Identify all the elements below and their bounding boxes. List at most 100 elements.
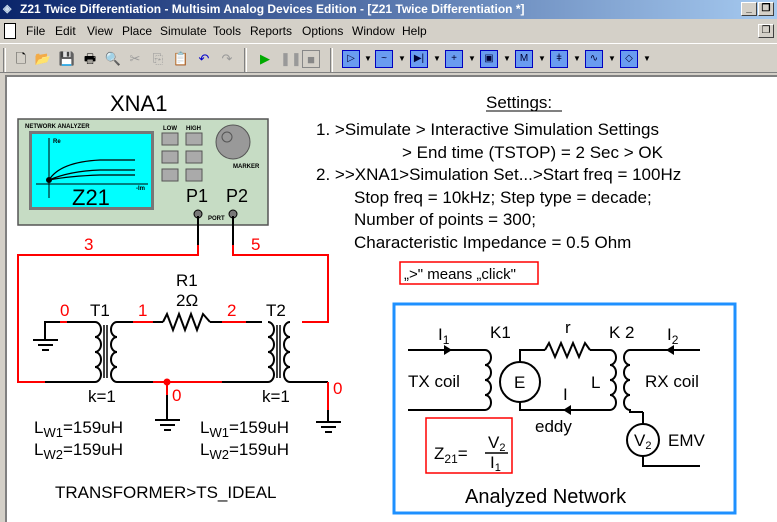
menu-view[interactable]: View — [87, 24, 113, 38]
node-0-label: 0 — [60, 301, 69, 320]
node-3-label: 3 — [84, 235, 93, 254]
copy-icon[interactable]: ⎘ — [152, 51, 164, 66]
node-2-label: 2 — [227, 301, 236, 320]
toolbar: 🗋 📂 💾 🖶 🔍 ✂ ⎘ 📋 ↶ ↷ ▶ ❚❚ ■ ▷▼ ~▼ ▶|▼ +▼ … — [0, 43, 777, 73]
t1-secondary-coil — [110, 321, 118, 383]
settings-line: > End time (TSTOP) = 2 Sec > OK — [402, 143, 664, 162]
menu-file[interactable]: File — [26, 24, 46, 38]
document-icon[interactable] — [4, 23, 16, 39]
i1-label: I1 — [438, 325, 450, 347]
transformer-model-label: TRANSFORMER>TS_IDEAL — [55, 483, 277, 502]
settings-title: Settings: — [486, 93, 552, 112]
paste-icon[interactable]: 📋 — [172, 51, 190, 66]
toolbar-grip[interactable] — [3, 48, 6, 72]
menu-tools[interactable]: Tools — [213, 24, 242, 38]
schematic-text: V — [634, 431, 646, 450]
doc-restore-button[interactable]: ❐ — [758, 24, 774, 38]
schematic-text: I — [667, 325, 672, 344]
source-bin-icon[interactable]: ∿ — [585, 50, 603, 68]
axis-im-label: -Im — [136, 186, 145, 192]
ttl-bin-icon[interactable]: ▣ — [480, 50, 498, 68]
settings-line: Characteristic Impedance = 0.5 Ohm — [354, 233, 631, 252]
schematic-text: =159uH — [229, 440, 289, 459]
power-bin-icon[interactable]: ǂ — [550, 50, 568, 68]
axis-re-label: Re — [53, 139, 61, 145]
menu-edit[interactable]: Edit — [55, 24, 76, 38]
schematic-text: L — [200, 418, 209, 437]
run-icon[interactable]: ▶ — [260, 51, 270, 66]
schematic-text: L — [200, 440, 209, 459]
k1-label: K1 — [490, 323, 511, 342]
port-p2-label[interactable]: P2 — [226, 186, 248, 206]
diode-bin-icon[interactable]: ▶| — [410, 50, 428, 68]
low-button[interactable]: LOW — [163, 126, 177, 132]
settings-line: Stop freq = 10kHz; Step type = decade; — [354, 188, 652, 207]
schematic-text: 21 — [444, 452, 458, 466]
eddy-label: eddy — [535, 417, 572, 436]
t1-primary-coil — [94, 321, 102, 383]
t2-secondary-coil — [283, 321, 291, 383]
open-icon[interactable]: 📂 — [34, 51, 52, 66]
click-note: „>" means „click" — [404, 266, 516, 283]
t1-coupling: k=1 — [88, 387, 116, 406]
save-icon[interactable]: 💾 — [58, 51, 76, 66]
schematic-text: L — [34, 418, 43, 437]
print-icon[interactable]: 🖶 — [83, 51, 97, 66]
marker-knob-label[interactable]: MARKER — [233, 164, 260, 170]
redo-icon[interactable]: ↷ — [221, 51, 233, 66]
eddy-current-label: I — [563, 385, 568, 404]
instrument-name: XNA1 — [110, 91, 167, 116]
cut-icon[interactable]: ✂ — [129, 51, 141, 66]
new-icon[interactable]: 🗋 — [15, 51, 27, 66]
emv-label: EMV — [668, 431, 706, 450]
node-5-label: 5 — [251, 235, 260, 254]
r1-label: R1 — [176, 271, 198, 290]
network-analyzer-instrument[interactable] — [17, 118, 269, 226]
panel-title: NETWORK ANALYZER — [25, 124, 90, 130]
toolbar-separator — [244, 48, 247, 72]
schematic-text: 1 — [495, 462, 501, 474]
menu-window[interactable]: Window — [352, 24, 395, 38]
settings-line: 2. >>XNA1>Simulation Set...>Start freq =… — [316, 165, 681, 184]
t2-primary-coil — [267, 321, 275, 383]
schematic-text: = — [458, 444, 468, 463]
app-icon: ◈ — [3, 3, 12, 15]
menu-simulate[interactable]: Simulate — [160, 24, 207, 38]
misc-bin-icon[interactable]: M — [515, 50, 533, 68]
port-p1-label[interactable]: P1 — [186, 186, 208, 206]
schematic-text: W2 — [43, 447, 63, 462]
transistor-bin-icon[interactable]: + — [445, 50, 463, 68]
node-0-label: 0 — [333, 379, 342, 398]
t2-coupling: k=1 — [262, 387, 290, 406]
schematic-text: W1 — [43, 425, 63, 440]
menu-reports[interactable]: Reports — [250, 24, 293, 38]
basic-bin-icon[interactable]: ~ — [375, 50, 393, 68]
schematic-text: W1 — [209, 425, 229, 440]
t1-label: T1 — [90, 301, 110, 320]
menu-help[interactable]: Help — [402, 24, 427, 38]
analog-bin-icon[interactable]: ▷ — [342, 50, 360, 68]
restore-button[interactable]: ❐ — [758, 2, 774, 16]
stop-icon[interactable]: ■ — [302, 50, 320, 68]
high-button[interactable]: HIGH — [186, 126, 201, 132]
schematic-text: I — [490, 453, 495, 472]
schematic-text: 1 — [443, 333, 450, 347]
undo-icon[interactable]: ↶ — [198, 51, 210, 66]
k2-label: K 2 — [609, 323, 635, 342]
r-label: r — [565, 318, 571, 337]
ground-icon — [316, 421, 341, 433]
schematic-text: L — [34, 440, 43, 459]
menu-options[interactable]: Options — [302, 24, 344, 38]
node-0-label: 0 — [172, 386, 181, 405]
t2-lw2: LW2=159uH — [200, 440, 289, 462]
print-preview-icon[interactable]: 🔍 — [104, 51, 122, 66]
menu-bar: File Edit View Place Simulate Tools Repo… — [0, 20, 777, 42]
analyzed-network-title: Analyzed Network — [465, 486, 627, 508]
settings-line: 1. >Simulate > Interactive Simulation Se… — [316, 120, 659, 139]
pause-icon[interactable]: ❚❚ — [280, 51, 302, 66]
minimize-button[interactable]: _ — [741, 2, 757, 16]
schematic-text: 2 — [499, 442, 505, 454]
indicator-bin-icon[interactable]: ◇ — [620, 50, 638, 68]
rx-coil-label: RX coil — [645, 372, 699, 391]
menu-place[interactable]: Place — [122, 24, 153, 38]
